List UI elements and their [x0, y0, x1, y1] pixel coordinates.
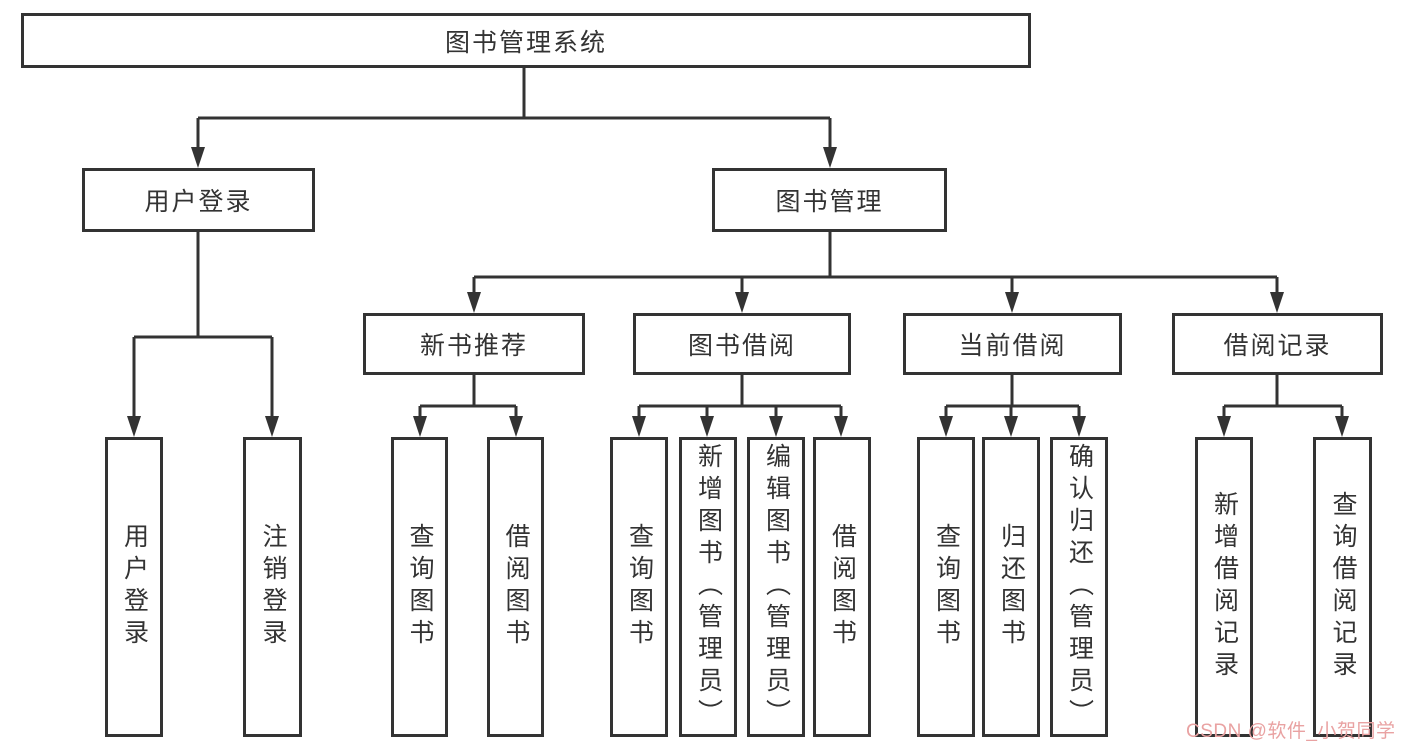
node-label: 借阅记录 — [1223, 332, 1332, 360]
node-label: 用户登录 — [120, 523, 149, 651]
node-label: 查询图书 — [625, 523, 654, 651]
node-label: 新书推荐 — [419, 332, 528, 360]
node-label: 查询借阅记录 — [1329, 491, 1357, 683]
node-label: 当前借阅 — [958, 332, 1067, 360]
node-label: 新增借阅记录 — [1210, 491, 1239, 683]
node-label: 确认归还（管理员） — [1065, 443, 1094, 731]
node-label: 图书借阅 — [687, 332, 796, 360]
node-label: 查询图书 — [932, 523, 961, 651]
leaf-borrow-books: 借阅图书 — [813, 437, 871, 737]
leaf-add-book-admin: 新增图书（管理员） — [679, 437, 737, 737]
node-borrow-records: 借阅记录 — [1172, 313, 1383, 375]
csdn-watermark: CSDN @软件_小贺同学 — [1186, 721, 1396, 742]
node-label: 新增图书（管理员） — [694, 443, 723, 731]
node-book-management: 图书管理 — [712, 168, 947, 232]
leaf-query-books-borrow: 查询图书 — [610, 437, 668, 737]
leaf-query-books-recommend: 查询图书 — [391, 437, 448, 737]
node-label: 查询图书 — [406, 523, 434, 651]
leaf-borrow-books-recommend: 借阅图书 — [487, 437, 544, 737]
node-label: 借阅图书 — [502, 523, 530, 651]
node-label: 归还图书 — [997, 523, 1026, 651]
node-label: 图书管理 — [775, 188, 884, 216]
node-root-system: 图书管理系统 — [21, 13, 1031, 68]
node-label: 借阅图书 — [828, 523, 857, 651]
node-current-borrow: 当前借阅 — [903, 313, 1122, 375]
node-label: 编辑图书（管理员） — [762, 443, 791, 731]
node-user-login: 用户登录 — [82, 168, 315, 232]
arrowheads — [127, 147, 1349, 437]
leaf-return-book: 归还图书 — [982, 437, 1040, 737]
leaf-query-books-current: 查询图书 — [917, 437, 975, 737]
node-label: 注销登录 — [259, 523, 287, 651]
leaf-logout-login: 注销登录 — [243, 437, 302, 737]
node-label: 图书管理系统 — [444, 28, 607, 57]
leaf-confirm-return-admin: 确认归还（管理员） — [1050, 437, 1108, 737]
leaf-user-login: 用户登录 — [105, 437, 163, 737]
leaf-edit-book-admin: 编辑图书（管理员） — [747, 437, 805, 737]
leaf-add-borrow-record: 新增借阅记录 — [1195, 437, 1253, 737]
node-label: 用户登录 — [144, 188, 253, 216]
leaf-query-borrow-record: 查询借阅记录 — [1313, 437, 1372, 737]
node-book-borrow: 图书借阅 — [633, 313, 851, 375]
node-new-book-recommend: 新书推荐 — [363, 313, 585, 375]
